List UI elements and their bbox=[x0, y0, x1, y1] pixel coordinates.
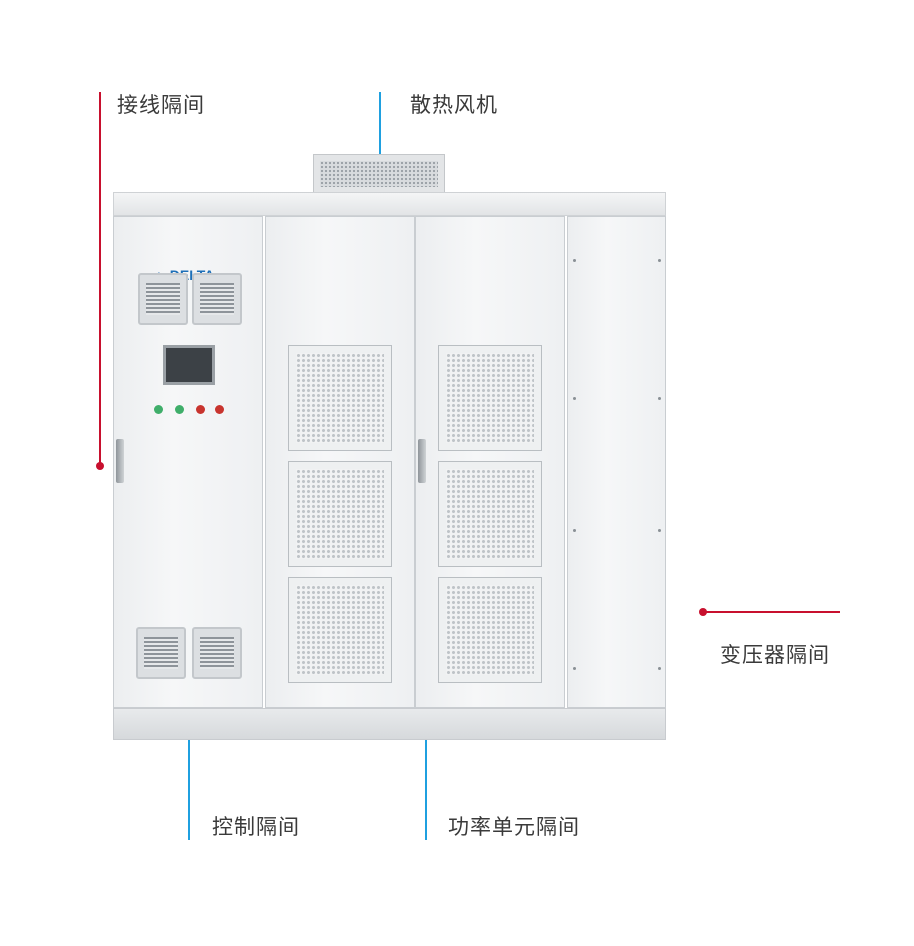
wiring-callout-line bbox=[99, 92, 101, 466]
control-door: ▲ DELTA bbox=[113, 216, 263, 708]
mesh-panel bbox=[288, 345, 392, 451]
top-vent-right bbox=[192, 273, 242, 325]
fan-label: 散热风机 bbox=[410, 93, 498, 117]
mesh-panel bbox=[438, 577, 542, 683]
mesh-panel bbox=[438, 461, 542, 567]
indicator-lamp-red-1 bbox=[196, 405, 205, 414]
transformer-callout-line bbox=[704, 611, 840, 613]
transformer-compartment-label: 变压器隔间 bbox=[720, 643, 830, 667]
transformer-callout-dot bbox=[699, 608, 707, 616]
control-compartment-label: 控制隔间 bbox=[212, 815, 300, 839]
mesh-panel bbox=[438, 345, 542, 451]
indicator-lamp-green-1 bbox=[154, 405, 163, 414]
power-unit-door-left bbox=[265, 216, 415, 708]
mesh-panel bbox=[288, 461, 392, 567]
indicator-lamp-green-2 bbox=[175, 405, 184, 414]
cabinet-top-strip bbox=[113, 192, 666, 216]
bottom-vent-left bbox=[136, 627, 186, 679]
control-door-handle bbox=[116, 439, 124, 483]
wiring-compartment-label: 接线隔间 bbox=[117, 93, 205, 117]
hmi-screen bbox=[163, 345, 215, 385]
top-vent-left bbox=[138, 273, 188, 325]
wiring-callout-dot bbox=[96, 462, 104, 470]
mesh-panel bbox=[288, 577, 392, 683]
power-unit-compartment-label: 功率单元隔间 bbox=[448, 815, 580, 839]
transformer-door bbox=[567, 216, 666, 708]
indicator-lamp-red-2 bbox=[215, 405, 224, 414]
cabinet-base bbox=[113, 708, 666, 740]
power-unit-door-right bbox=[415, 216, 565, 708]
cooling-fan bbox=[313, 154, 445, 194]
fan-callout-line bbox=[379, 92, 381, 172]
bottom-vent-right bbox=[192, 627, 242, 679]
power-door-handle bbox=[418, 439, 426, 483]
drive-cabinet: ▲ DELTA bbox=[113, 154, 666, 740]
